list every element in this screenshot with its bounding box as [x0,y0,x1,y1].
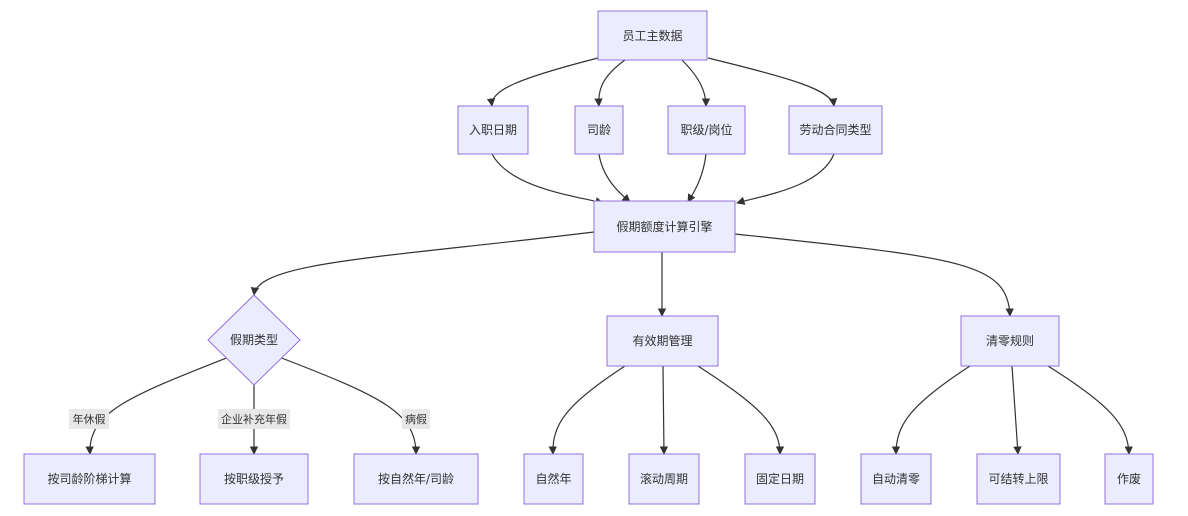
edge-reset-to-carry-over [1011,365,1022,455]
edge-master-to-seniority [594,59,626,107]
node-natural-year-label: 自然年 [535,471,571,486]
node-reset-rules-label: 清零规则 [986,333,1034,348]
node-rank-position-label: 职级/岗位 [680,122,732,137]
edge-master-to-rank [681,59,711,107]
node-contract-type[interactable]: 劳动合同类型 [788,105,883,155]
edge-label-annual-leave-text: 年休假 [73,412,106,426]
node-by-natural-year-seniority-label: 按自然年/司龄 [378,471,454,486]
edge-label-supplementary-annual-leave-text: 企业补充年假 [221,412,287,426]
edge-contract-to-engine [736,153,835,205]
node-seniority-label: 司龄 [587,123,611,137]
node-hire-date-label: 入职日期 [469,123,517,137]
node-auto-reset-label: 自动清零 [872,472,920,486]
node-quota-engine[interactable]: 假期额度计算引擎 [593,200,736,253]
edge-reset-to-void [1047,365,1133,455]
edge-validity-to-rolling [659,365,669,455]
node-by-seniority-tier[interactable]: 按司龄阶梯计算 [23,453,156,505]
edge-reset-to-auto-reset [891,365,971,455]
node-hire-date[interactable]: 入职日期 [457,105,529,155]
node-quota-engine-label: 假期额度计算引擎 [616,219,712,234]
edge-leave-type-to-seniority-tier [85,356,230,455]
edge-seniority-to-engine [598,153,631,203]
node-employee-master[interactable]: 员工主数据 [597,10,708,61]
node-validity-mgmt[interactable]: 有效期管理 [606,315,719,367]
edge-master-to-hire-date [486,57,599,107]
edge-master-to-contract [707,57,838,107]
node-by-seniority-tier-label: 按司龄阶梯计算 [47,471,131,486]
edge-leave-type-to-natural-year [278,356,421,455]
node-rolling-period-label: 滚动周期 [640,471,688,486]
node-by-rank-grant[interactable]: 按职级授予 [199,453,309,505]
edge-label-annual-leave: 年休假 [69,409,109,429]
node-leave-type[interactable]: 假期类型 [207,294,301,386]
node-by-natural-year-seniority[interactable]: 按自然年/司龄 [353,453,479,505]
node-fixed-date-label: 固定日期 [756,471,804,486]
node-void[interactable]: 作废 [1104,453,1154,505]
edge-label-sick-leave-text: 病假 [405,412,427,426]
edge-hire-date-to-engine [491,153,604,206]
node-employee-master-label: 员工主数据 [622,28,682,43]
node-carry-over-limit-label: 可结转上限 [988,471,1048,486]
edge-engine-to-reset [734,233,1014,317]
node-leave-type-label: 假期类型 [230,333,278,347]
node-auto-reset[interactable]: 自动清零 [860,453,932,505]
node-natural-year[interactable]: 自然年 [523,453,584,505]
node-rolling-period[interactable]: 滚动周期 [628,453,700,505]
node-by-rank-grant-label: 按职级授予 [224,471,284,486]
node-reset-rules[interactable]: 清零规则 [960,315,1060,367]
edge-label-supplementary-annual-leave: 企业补充年假 [218,409,290,429]
node-fixed-date[interactable]: 固定日期 [744,453,816,505]
node-void-label: 作废 [1117,471,1141,486]
edge-validity-to-natural-year [548,365,626,455]
node-contract-type-label: 劳动合同类型 [799,122,871,137]
edge-label-sick-leave: 病假 [402,409,430,429]
node-rank-position[interactable]: 职级/岗位 [667,105,746,155]
node-seniority[interactable]: 司龄 [574,105,624,155]
edge-rank-to-engine [687,153,707,203]
node-carry-over-limit[interactable]: 可结转上限 [976,453,1061,505]
node-validity-mgmt-label: 有效期管理 [632,333,692,348]
edge-validity-to-fixed-date [697,365,785,455]
edge-engine-to-leave-type [250,231,595,296]
